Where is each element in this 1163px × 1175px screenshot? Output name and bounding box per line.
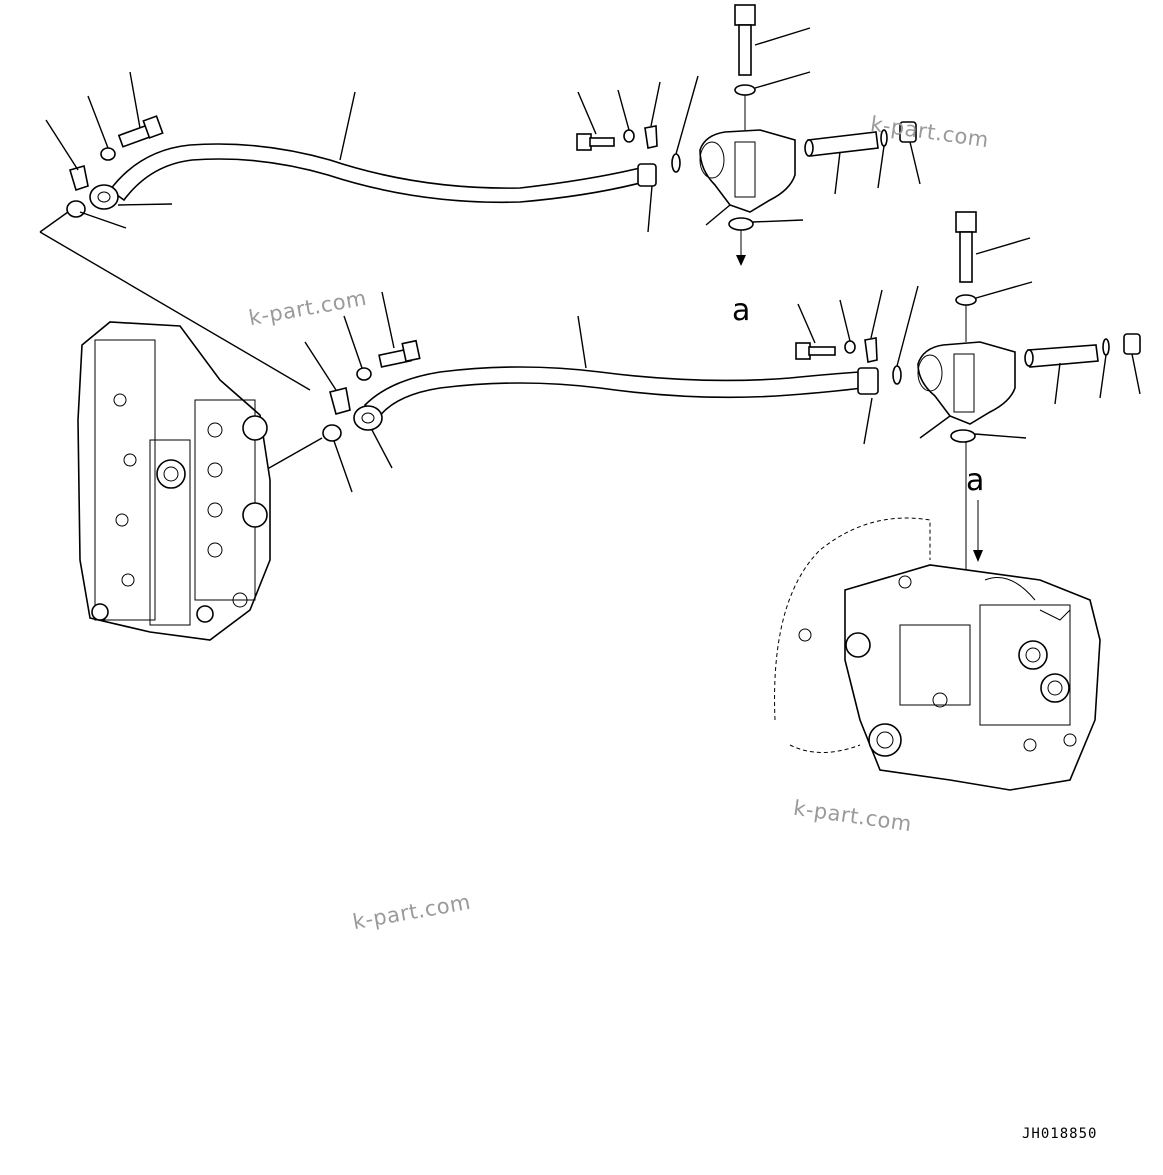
lower-fitting-assembly [795,211,1141,640]
upper-fitting-assembly [576,4,921,266]
lower-small-bolt [795,342,836,360]
upper-bolt [117,115,164,148]
drawing-code: JH018850 [1022,1126,1098,1142]
upper-hose [108,143,645,204]
lower-hose-end-fitting [857,367,879,395]
upper-clamp [69,164,89,192]
upper-small-bolt [576,133,615,151]
upper-elbow-block [699,129,796,213]
upper-o-ring [66,200,86,218]
upper-clip [644,125,658,149]
upper-small-washer [623,129,635,143]
lower-small-washer [844,340,856,354]
main-pump [774,517,1101,791]
callout-label-upper: a [732,293,751,328]
upper-plug [899,121,917,143]
lower-fitting-o-ring [892,365,902,385]
lower-hose [363,366,863,420]
lower-bottom-o-ring [950,429,976,443]
lower-pipe-o-ring [1102,338,1110,356]
callout-label-lower: a [966,463,985,498]
upper-pipe [807,131,879,157]
upper-hose-assembly [39,71,657,391]
upper-hose-end-fitting [637,163,657,187]
control-valve [77,321,271,641]
lower-washer [356,367,372,381]
lower-clamp [329,387,351,415]
lower-plug [1123,333,1141,355]
lower-bolt [378,339,421,368]
upper-fitting-o-ring [671,153,681,173]
lower-pipe [1027,344,1099,368]
lower-elbow-block [917,341,1016,425]
lower-clip [864,337,878,363]
upper-washer [100,147,116,161]
upper-bottom-o-ring [728,217,754,231]
upper-hose-flange [89,184,119,210]
lower-hose-flange [353,405,383,431]
lower-vertical-washer [955,294,977,306]
lower-vertical-bolt [955,211,977,283]
upper-vertical-washer [734,84,756,96]
lower-o-ring [322,424,342,442]
upper-vertical-bolt [734,4,756,76]
lower-hose-assembly [261,291,879,493]
